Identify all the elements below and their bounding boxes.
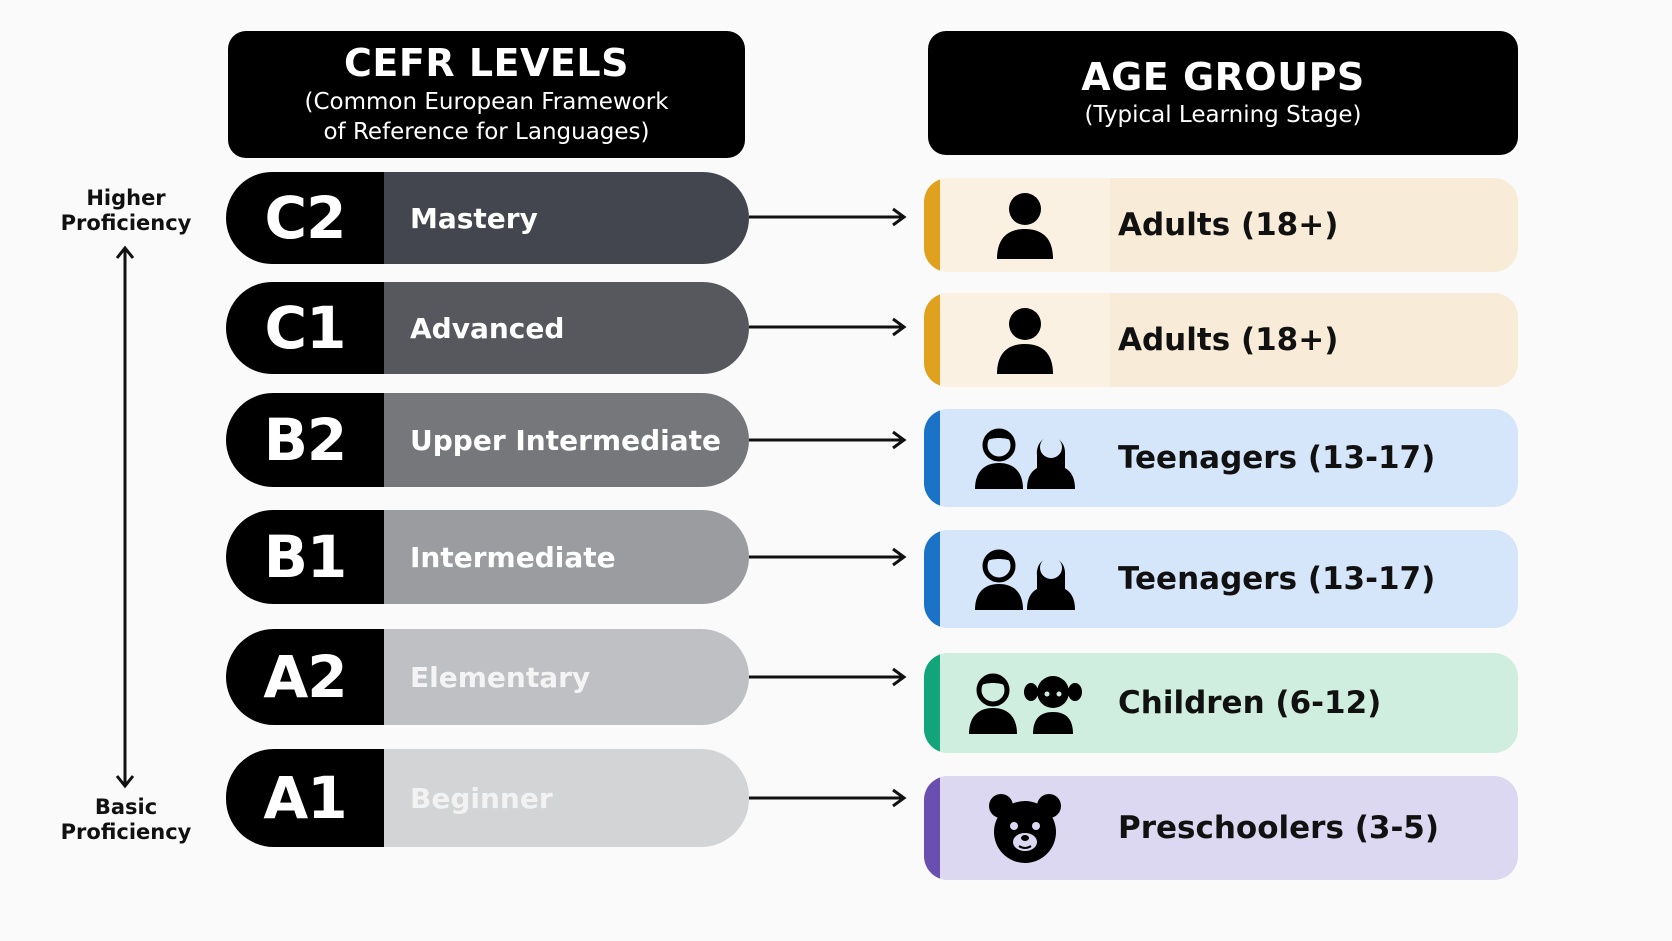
age-label: Preschoolers (3-5)	[1118, 810, 1440, 846]
age-icon-cell	[940, 178, 1110, 272]
connector-arrow	[749, 317, 907, 337]
age-label: Adults (18+)	[1118, 207, 1339, 243]
age-groups-header: AGE GROUPS (Typical Learning Stage)	[928, 31, 1518, 155]
age-icon-cell	[940, 776, 1110, 880]
proficiency-axis-arrow	[115, 245, 135, 789]
age-stripe	[924, 178, 940, 272]
level-name: Elementary	[384, 629, 749, 725]
age-row-teenagers-1: Teenagers (13-17)	[924, 409, 1518, 507]
cefr-levels-subtitle-line1: (Common European Framework	[304, 88, 669, 115]
age-label: Adults (18+)	[1118, 322, 1339, 358]
level-code: A2	[226, 629, 384, 725]
age-stripe	[924, 409, 940, 507]
age-label: Teenagers (13-17)	[1118, 561, 1436, 597]
level-code: B1	[226, 510, 384, 604]
level-code: A1	[226, 749, 384, 847]
age-row-adults-1: Adults (18+)	[924, 178, 1518, 272]
level-name: Beginner	[384, 749, 749, 847]
age-icon-cell	[940, 293, 1110, 387]
age-icon-cell	[940, 530, 1110, 628]
level-row-b1: B1 Intermediate	[226, 510, 749, 604]
age-icon-cell	[940, 653, 1110, 753]
age-stripe	[924, 530, 940, 628]
age-row-children: Children (6-12)	[924, 653, 1518, 753]
level-name: Mastery	[384, 172, 749, 264]
cefr-levels-title: CEFR LEVELS	[344, 40, 629, 85]
age-stripe	[924, 653, 940, 753]
age-icon-cell	[940, 409, 1110, 507]
higher-label-line1: Higher	[86, 186, 166, 210]
higher-proficiency-label: Higher Proficiency	[58, 186, 194, 236]
age-label: Teenagers (13-17)	[1118, 440, 1436, 476]
level-code: C2	[226, 172, 384, 264]
adult-icon	[997, 308, 1053, 374]
cefr-levels-subtitle-line2: of Reference for Languages)	[323, 119, 650, 146]
level-row-c2: C2 Mastery	[226, 172, 749, 264]
age-label: Children (6-12)	[1118, 685, 1382, 721]
basic-proficiency-label: Basic Proficiency	[58, 795, 194, 845]
level-row-c1: C1 Advanced	[226, 282, 749, 374]
age-groups-title: AGE GROUPS	[1081, 54, 1365, 99]
teenagers-icon	[975, 549, 1075, 610]
connector-arrow	[749, 430, 907, 450]
level-code: C1	[226, 282, 384, 374]
adult-icon	[997, 193, 1053, 259]
level-name: Advanced	[384, 282, 749, 374]
connector-arrow	[749, 788, 907, 808]
connector-arrow	[749, 547, 907, 567]
level-name: Upper Intermediate	[384, 393, 749, 487]
cefr-levels-header: CEFR LEVELS (Common European Framework o…	[228, 31, 745, 158]
age-groups-subtitle: (Typical Learning Stage)	[1084, 102, 1362, 129]
level-code: B2	[226, 393, 384, 487]
age-row-adults-2: Adults (18+)	[924, 293, 1518, 387]
level-row-b2: B2 Upper Intermediate	[226, 393, 749, 487]
level-name: Intermediate	[384, 510, 749, 604]
connector-arrow	[749, 207, 907, 227]
basic-label-line1: Basic	[94, 795, 158, 819]
level-row-a1: A1 Beginner	[226, 749, 749, 847]
teenagers-icon	[975, 428, 1075, 489]
age-row-preschoolers: Preschoolers (3-5)	[924, 776, 1518, 880]
higher-label-line2: Proficiency	[60, 211, 192, 236]
age-row-teenagers-2: Teenagers (13-17)	[924, 530, 1518, 628]
age-stripe	[924, 776, 940, 880]
bear-icon	[989, 794, 1061, 863]
age-stripe	[924, 293, 940, 387]
children-icon	[969, 673, 1082, 734]
connector-arrow	[749, 667, 907, 687]
level-row-a2: A2 Elementary	[226, 629, 749, 725]
basic-label-line2: Proficiency	[60, 820, 192, 845]
